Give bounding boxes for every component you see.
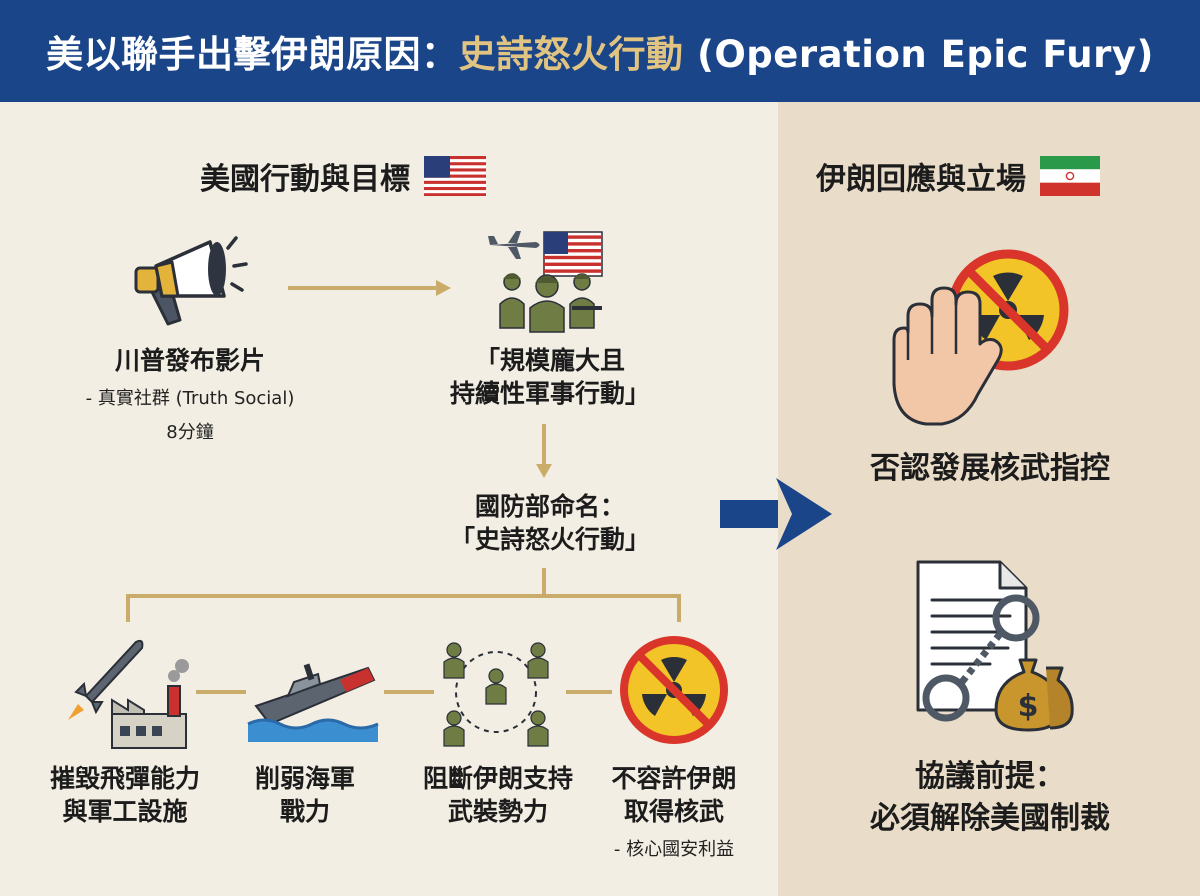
iran-panel	[778, 102, 1200, 896]
goal-navy-label: 削弱海軍 戰力	[220, 762, 390, 828]
missile-factory-icon	[68, 639, 189, 749]
goal-missile-line2: 與軍工設施	[62, 797, 188, 826]
denial-icon-group	[892, 249, 1069, 426]
goal-nuclear-sub: - 核心國安利益	[613, 839, 735, 860]
iran-flag-icon	[1040, 156, 1100, 196]
goal-nuclear-line2: 取得核武	[623, 797, 724, 826]
trump-video-label: 川普發布影片	[114, 346, 265, 375]
title-main: 美以聯手出擊伊朗原因：	[46, 33, 459, 76]
deny-nuclear-label: 否認發展核武指控	[870, 451, 1110, 486]
airplane-icon	[488, 231, 540, 259]
title-accent: 史詩怒火行動	[458, 33, 684, 76]
document-icon	[916, 560, 1028, 712]
svg-text:$: $	[1018, 689, 1039, 724]
missile-icon	[68, 639, 144, 720]
goal-nuclear-line1: 不容許伊朗	[611, 764, 737, 793]
agreement-line2: 必須解除美國制裁	[870, 801, 1110, 836]
sinking-ship-icon	[247, 663, 379, 742]
goal-proxy-line2: 武裝勢力	[447, 797, 548, 826]
us-flag-icon	[424, 156, 486, 196]
transition-arrow	[720, 478, 832, 550]
goal-proxy-label: 阻斷伊朗支持 武裝勢力	[400, 762, 596, 828]
operation-line1: 「規模龐大且	[474, 346, 625, 375]
sanctions-icon-group: $	[916, 560, 1074, 732]
goal-proxy-line1: 阻斷伊朗支持	[422, 764, 573, 793]
iran-section-title: 伊朗回應與立場	[816, 154, 1100, 198]
agreement-line1: 協議前提：	[915, 759, 1065, 794]
goal-missile-label: 摧毀飛彈能力 與軍工設施	[30, 762, 220, 828]
us-section-title: 美國行動與目標	[200, 154, 486, 198]
megaphone-icon	[134, 236, 248, 326]
goal-navy-line2: 戰力	[279, 797, 330, 826]
stop-hand-icon	[892, 286, 1003, 426]
goal-missile-line1: 摧毀飛彈能力	[49, 764, 200, 793]
page-title: 美以聯手出擊伊朗原因：史詩怒火行動 (Operation Epic Fury)	[46, 24, 1154, 78]
goal-nuclear-label: 不容許伊朗 取得核武	[588, 762, 760, 828]
handcuffs-icon	[922, 594, 1040, 722]
soldiers-icon	[499, 273, 602, 333]
goal-navy-line1: 削弱海軍	[254, 764, 355, 793]
dod-line1: 國防部命名：	[474, 492, 625, 521]
no-nuclear-icon	[620, 636, 728, 744]
us-flag-icon	[543, 231, 603, 277]
money-bag-icon: $	[994, 658, 1074, 732]
header-bar: 美以聯手出擊伊朗原因：史詩怒火行動 (Operation Epic Fury)	[0, 0, 1200, 102]
dod-line2: 「史詩怒火行動」	[449, 525, 650, 554]
us-section-title-text: 美國行動與目標	[200, 162, 410, 197]
factory-icon	[111, 659, 189, 749]
title-tail: (Operation Epic Fury)	[683, 33, 1154, 76]
goal-connector-1	[196, 690, 246, 694]
us-panel	[0, 102, 778, 896]
arrow-trump-to-operation	[288, 280, 451, 296]
goal-connector-3	[566, 690, 612, 694]
goals-bracket-connector	[126, 568, 681, 622]
trump-duration: 8分鐘	[166, 422, 214, 443]
goal-connector-2	[384, 690, 434, 694]
trump-platform: - 真實社群 (Truth Social)	[85, 388, 295, 409]
operation-line2: 持續性軍事行動」	[449, 379, 650, 408]
armed-network-icon	[443, 642, 549, 747]
dod-naming-label: 國防部命名： 「史詩怒火行動」	[390, 490, 710, 556]
agreement-condition-label: 協議前提： 必須解除美國制裁	[800, 756, 1180, 840]
operation-label: 「規模龐大且 持續性軍事行動」	[390, 344, 710, 410]
iran-section-title-text: 伊朗回應與立場	[816, 162, 1026, 197]
arrow-operation-to-dod	[536, 424, 552, 478]
